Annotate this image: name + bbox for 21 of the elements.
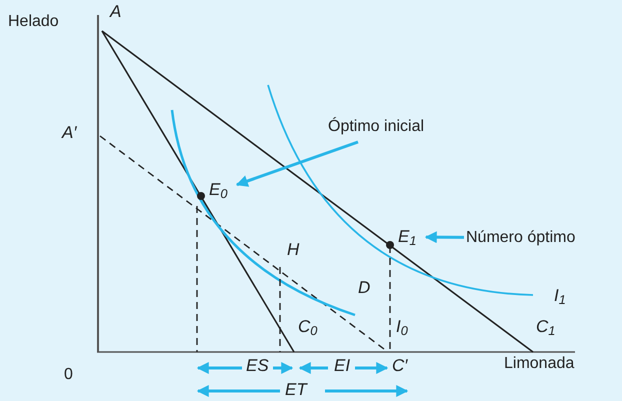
point-label: C′ (392, 357, 408, 374)
axis-label: Helado (8, 14, 59, 30)
arrow (424, 231, 464, 244)
point-label: EI (334, 357, 350, 374)
point-label: I$_{0}$ (396, 318, 408, 335)
axis-label: 0 (64, 367, 73, 383)
point-label: D (358, 279, 370, 296)
point-label: ET (285, 381, 307, 398)
point-label: I$_{1}$ (554, 287, 566, 304)
arrow (236, 140, 358, 187)
point-label: C$_{0}$ (298, 318, 318, 335)
annotation-text: Óptimo inicial (328, 116, 424, 137)
point-label: H (287, 241, 300, 258)
point-label: C$_{1}$ (536, 318, 556, 335)
axis-label: Limonada (504, 356, 574, 372)
point-label: E$_{1}$ (398, 226, 416, 250)
annotation-text: Número óptimo (466, 228, 576, 248)
point-label: E$_{0}$ (209, 179, 228, 203)
point-label: ES (246, 357, 269, 374)
point-label: A′ (62, 124, 77, 141)
point-label: A (110, 3, 122, 20)
